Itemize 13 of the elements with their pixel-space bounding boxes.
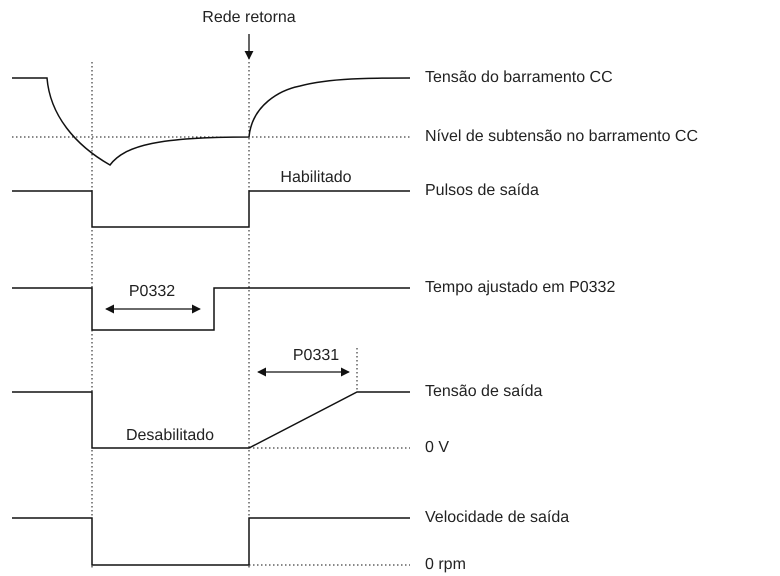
signal-label: Tensão do barramento CC (425, 69, 613, 87)
signal-label: Pulsos de saída (425, 182, 539, 200)
signal-label: Tempo ajustado em P0332 (425, 279, 616, 297)
level-label: 0 V (425, 439, 450, 457)
signal-label: Velocidade de saída (425, 509, 570, 527)
event-label: Rede retorna (202, 9, 296, 27)
signal-label: Tensão de saída (425, 383, 542, 401)
signal-label: Nível de subtensão no barramento CC (425, 128, 698, 146)
parameter-label: P0332 (128, 283, 176, 301)
level-label: 0 rpm (425, 556, 466, 574)
parameter-label: P0331 (292, 347, 340, 365)
state-label: Desabilitado (126, 427, 214, 445)
state-label: Habilitado (280, 169, 352, 187)
